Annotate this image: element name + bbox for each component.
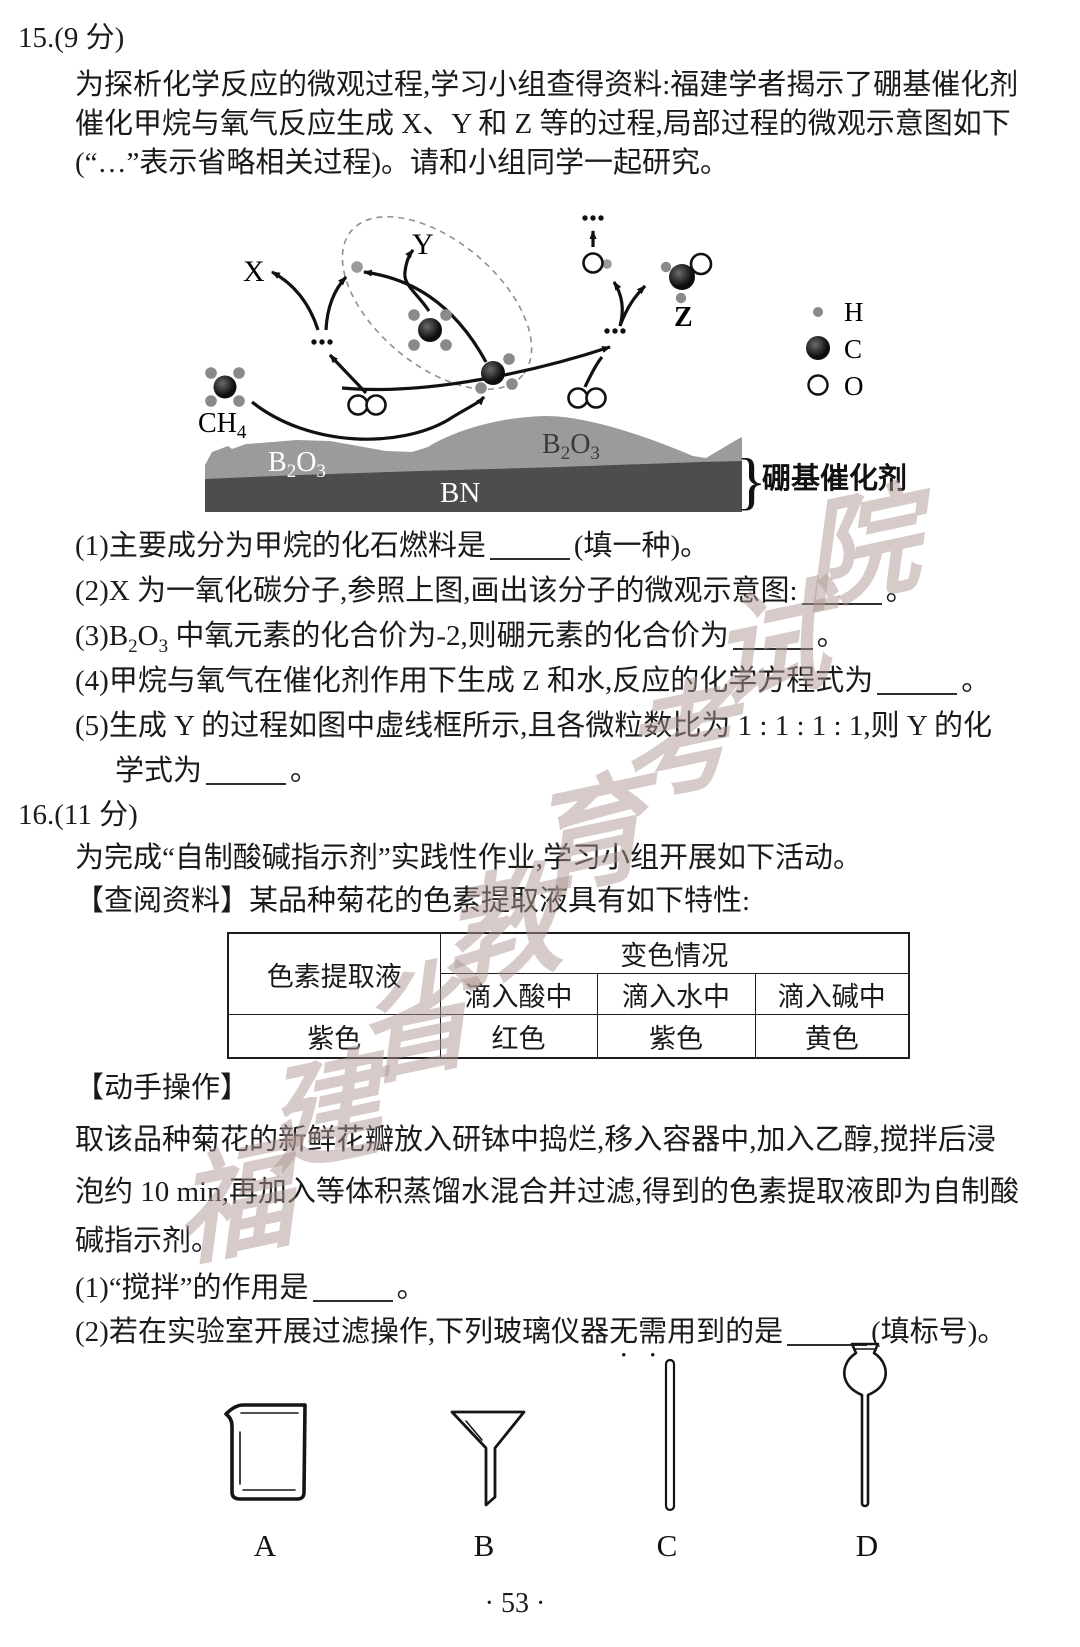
funnel-drawing (450, 1410, 526, 1507)
methane-molecule (205, 367, 245, 407)
q16-item-1: (1)“搅拌”的作用是。 (75, 1272, 426, 1304)
ellipsis-right (604, 328, 626, 334)
table-subheader-alkali: 滴入碱中 (754, 973, 910, 1015)
emphasized-text: 无需 (609, 1316, 668, 1348)
legend-carbon-icon (806, 336, 830, 360)
answer-blank (877, 669, 958, 695)
hydroxyl-fragment (582, 252, 612, 274)
answer-blank (787, 1320, 868, 1346)
page-number: · 53 · (484, 1588, 546, 1619)
x-species-label: X (243, 255, 265, 288)
question-16-score: (11 分) (54, 799, 138, 831)
table-col1-header: 色素提取液 (227, 932, 441, 1015)
methyl-fragment (475, 353, 518, 394)
legend-oxygen-icon (807, 374, 829, 396)
catalyst-brace: } (736, 445, 767, 516)
glass-rod-drawing (664, 1358, 676, 1512)
answer-blank (312, 1276, 393, 1302)
q15-item-3: (3)B2O3 中氧元素的化合价为-2,则硼元素的化合价为。 (75, 620, 846, 657)
question-15-header: 15.(9 分) (18, 17, 124, 59)
methane-in-ellipse (408, 309, 452, 351)
dropper-drawing (843, 1342, 887, 1508)
q15-item-2: (2)X 为一氧化碳分子,参照上图,画出该分子的微观示意图:。 (75, 575, 915, 607)
answer-blank (732, 624, 813, 650)
answer-blank (801, 579, 882, 605)
q15-intro-line-3: (“…”表示省略相关过程)。请和小组同学一起研究。 (75, 147, 730, 179)
q15-item-4: (4)甲烷与氧气在催化剂作用下生成 Z 和水,反应的化学方程式为。 (75, 665, 991, 697)
q16-intro: 为完成“自制酸碱指示剂”实践性作业,学习小组开展如下活动。 (75, 842, 862, 874)
q16-procedure-line-2: 泡约 10 min,再加入等体积蒸馏水混合并过滤,得到的色素提取液即为自制酸 (75, 1176, 1020, 1208)
reaction-mechanism-figure: B2O3 B2O3 BN } 硼基催化剂 CH4 (198, 215, 907, 516)
q15-item-5-cont: 学式为。 (115, 755, 320, 787)
methane-label: CH4 (198, 408, 247, 443)
apparatus-label-a: A (254, 1528, 277, 1563)
q15-item-5: (5)生成 Y 的过程如图中虚线框所示,且各微粒数比为 1 : 1 : 1 : … (75, 710, 992, 742)
q16-resource-label: 【查阅资料】某品种菊花的色素提取液具有如下特性: (75, 885, 751, 917)
b2o3-label-right: B2O3 (542, 429, 600, 464)
catalyst-label: 硼基催化剂 (762, 462, 907, 495)
q16-procedure-line-1: 取该品种菊花的新鲜花瓣放入研钵中捣烂,移入容器中,加入乙醇,搅拌后浸 (75, 1124, 996, 1156)
answer-blank (489, 534, 570, 560)
q16-hands-on-label: 【动手操作】 (75, 1072, 250, 1104)
apparatus-label-c: C (657, 1528, 678, 1563)
q16-procedure-line-3: 碱指示剂。 (75, 1225, 221, 1257)
y-species-label: Y (412, 228, 434, 261)
answer-blank (206, 759, 287, 785)
question-16-number: 16. (18, 799, 55, 831)
legend-carbon-label: C (844, 334, 862, 364)
bn-label: BN (440, 477, 480, 509)
z-species-label: Z (674, 302, 693, 333)
legend-oxygen-label: O (844, 371, 864, 401)
q16-item-2: (2)若在实验室开展过滤操作,下列玻璃仪器无需用到的是(填标号)。 (75, 1316, 1007, 1348)
table-subheader-acid: 滴入酸中 (439, 973, 598, 1015)
legend-hydrogen-icon (813, 307, 823, 317)
oxygen-molecule-right (567, 387, 607, 409)
table-row: 紫色 红色 紫色 黄色 (227, 1014, 910, 1059)
pigment-property-table: 色素提取液 变色情况 滴入酸中 滴入水中 滴入碱中 紫色 红色 紫色 黄色 (227, 932, 910, 1059)
q15-intro-line-1: 为探析化学反应的微观过程,学习小组查得资料:福建学者揭示了硼基催化剂 (75, 69, 1019, 101)
atom-legend: H C O (806, 297, 864, 401)
b2o3-label-left: B2O3 (268, 447, 326, 482)
question-15-score: (9 分) (54, 22, 125, 54)
z-molecule (660, 252, 713, 304)
hydrogen-atom (351, 261, 363, 273)
question-15-number: 15. (18, 22, 55, 54)
question-16-header: 16.(11 分) (18, 794, 138, 836)
ellipsis-left (311, 339, 333, 345)
table-group-header: 变色情况 (439, 932, 910, 974)
oxygen-molecule-left (347, 394, 387, 416)
glassware-figure: A B C D (224, 1342, 887, 1563)
ellipsis-top (582, 215, 604, 221)
legend-hydrogen-label: H (844, 297, 864, 327)
dashed-process-ellipse (341, 215, 533, 391)
q15-item-1: (1)主要成分为甲烷的化石燃料是(填一种)。 (75, 530, 710, 562)
beaker-drawing (224, 1403, 307, 1501)
table-subheader-water: 滴入水中 (596, 973, 756, 1015)
apparatus-label-d: D (856, 1528, 878, 1563)
apparatus-label-b: B (474, 1528, 495, 1563)
q15-intro-line-2: 催化甲烷与氧气反应生成 X、Y 和 Z 等的过程,局部过程的微观示意图如下 (75, 108, 1011, 140)
bn-layer (205, 461, 742, 512)
